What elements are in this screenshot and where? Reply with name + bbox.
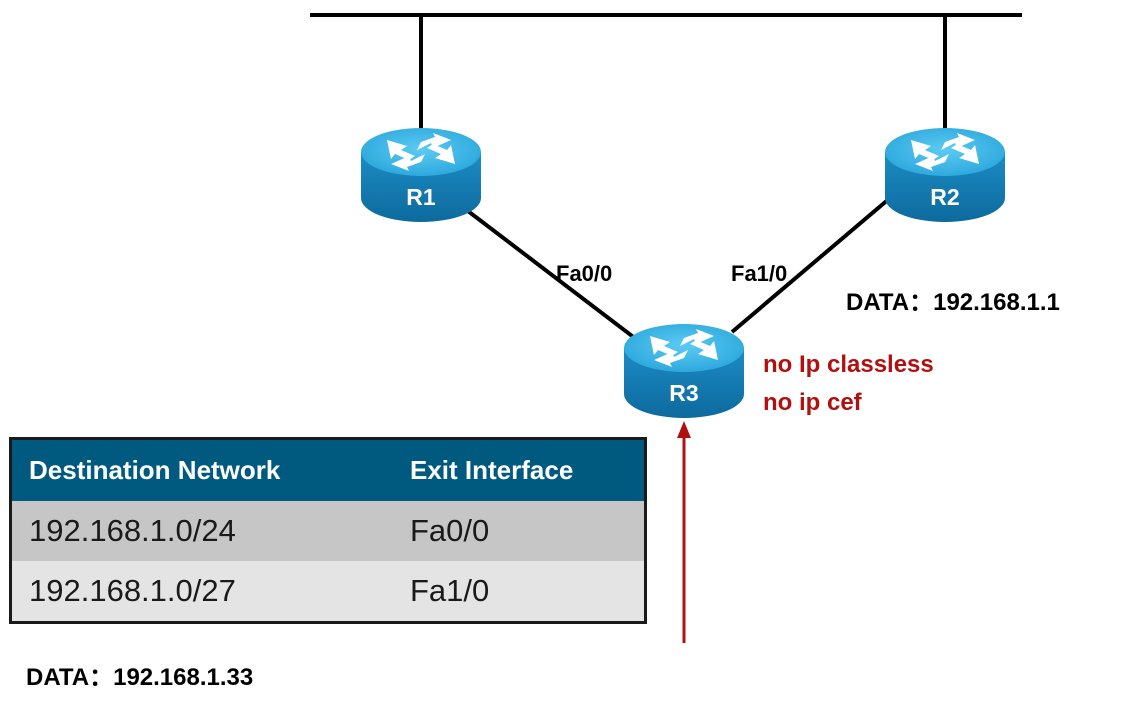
r3-command-2: no ip cef xyxy=(763,389,862,416)
interface-fa1-0-label: Fa1/0 xyxy=(731,261,788,286)
router-r2-label: R2 xyxy=(930,184,959,210)
routing-table-header: Destination Network Exit Interface xyxy=(12,440,644,501)
router-r3-icon[interactable]: R3 xyxy=(624,324,744,418)
destination-cell: 192.168.1.0/24 xyxy=(29,513,236,548)
incoming-packet-arrowhead xyxy=(677,421,691,438)
router-r1-icon[interactable]: R1 xyxy=(361,128,481,222)
destination-cell: 192.168.1.0/27 xyxy=(29,573,236,608)
header-exit-interface: Exit Interface xyxy=(410,455,574,485)
link-r2-r3 xyxy=(730,196,892,334)
destination-packet-label: DATA：192.168.1.1 xyxy=(846,289,1060,316)
r3-command-1: no Ip classless xyxy=(763,351,934,378)
routing-table: Destination Network Exit Interface 192.1… xyxy=(9,437,647,624)
table-row: 192.168.1.0/27 Fa1/0 xyxy=(12,561,644,621)
header-destination-network: Destination Network xyxy=(29,455,281,485)
router-r3-label: R3 xyxy=(669,380,698,406)
incoming-packet-label: DATA：192.168.1.33 xyxy=(26,664,254,691)
table-row: 192.168.1.0/24 Fa0/0 xyxy=(12,501,644,561)
interface-fa0-0-label: Fa0/0 xyxy=(556,261,613,286)
router-r1-label: R1 xyxy=(406,184,436,210)
router-r2-icon[interactable]: R2 xyxy=(885,128,1005,222)
link-r1-r3 xyxy=(458,203,642,344)
exit-interface-cell: Fa1/0 xyxy=(410,573,490,608)
exit-interface-cell: Fa0/0 xyxy=(410,513,490,548)
